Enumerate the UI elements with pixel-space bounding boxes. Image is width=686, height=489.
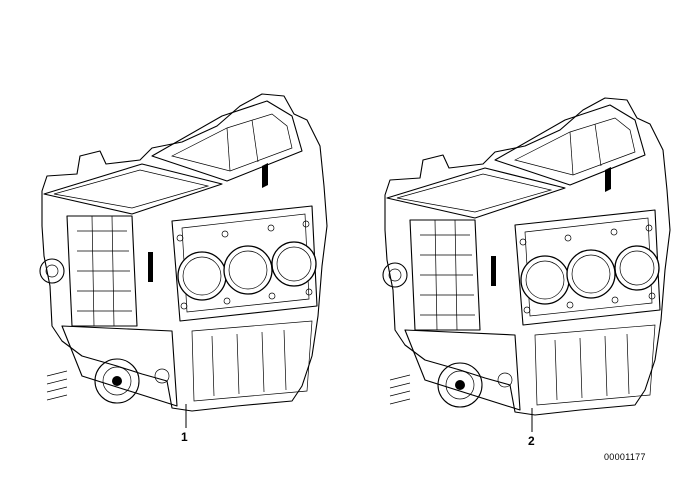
callout-number-1: 1	[181, 430, 188, 444]
document-number: 00001177	[604, 452, 646, 462]
engine-block-2	[382, 97, 671, 416]
callout-number-2: 2	[528, 434, 535, 448]
engine-block-1	[39, 93, 328, 412]
